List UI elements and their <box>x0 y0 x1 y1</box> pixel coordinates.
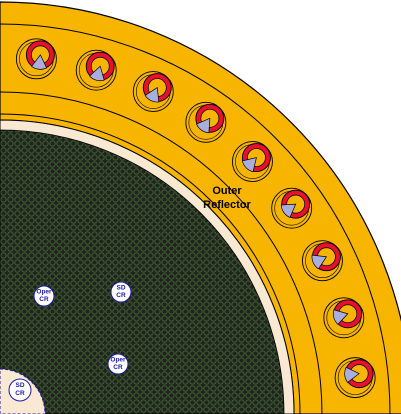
rod-wedge <box>196 117 211 134</box>
control-rod-label-line1: Oper <box>36 289 52 296</box>
pebble-bed-core <box>0 129 285 414</box>
control-rod-label-line1: Oper <box>110 357 126 364</box>
channel-outer-ring <box>301 240 343 282</box>
control-rod-oper-2[interactable]: Oper CR <box>107 353 129 375</box>
reflector-channel <box>231 141 273 183</box>
channel-outer-ring <box>15 38 57 80</box>
rod-wedge <box>144 86 160 103</box>
control-rod-label-line1: SD <box>15 382 24 389</box>
reflector-channel <box>132 71 174 113</box>
rod-wedge <box>31 54 48 70</box>
outer-reflector-label: Outer Reflector <box>203 185 251 211</box>
reflector-ring-outline <box>0 113 301 414</box>
reflector-ring-outline <box>0 23 391 414</box>
channel-outer-ring <box>271 187 313 229</box>
control-rod-circle <box>107 353 129 375</box>
rod-wedge <box>280 203 297 218</box>
rod-wedge <box>241 157 257 173</box>
rod-wedge <box>311 254 328 270</box>
reflector-channel <box>323 297 365 339</box>
channel-outer-ring <box>75 49 117 91</box>
reflector-control-channels <box>15 38 376 399</box>
reflector-channel <box>185 101 227 143</box>
control-rod-label-line2: CR <box>116 292 126 299</box>
outer-reflector-label-line2: Reflector <box>203 199 251 211</box>
outer-reflector-label-line1: Outer <box>212 185 242 197</box>
channel-outer-ring <box>231 141 273 183</box>
channel-outer-ring <box>132 71 174 113</box>
control-rod-label-line2: CR <box>113 364 123 371</box>
channel-outer-ring <box>185 101 227 143</box>
rod-wedge <box>344 366 360 383</box>
control-rod-sd-1[interactable]: SD CR <box>110 281 132 303</box>
channel-outer-ring <box>323 297 365 339</box>
control-rod-circle <box>33 285 55 307</box>
reflector-channel <box>75 49 117 91</box>
channel-outer-ring <box>334 357 376 399</box>
reflector-ring-outline <box>0 91 323 414</box>
reflector-channel <box>271 187 313 229</box>
control-rod-circle <box>110 281 132 303</box>
control-rod-sd-2[interactable]: SD CR <box>8 378 32 402</box>
rod-wedge <box>332 309 349 325</box>
control-rod-oper-1[interactable]: Oper CR <box>33 285 55 307</box>
control-rod-label-line2: CR <box>15 390 25 397</box>
reflector-channel <box>334 357 376 399</box>
control-rod-circle <box>8 378 32 402</box>
reflector-channel <box>15 38 57 80</box>
control-rod-label-line2: CR <box>39 296 49 303</box>
control-rod-label-line1: SD <box>116 285 125 292</box>
reflector-channel <box>301 240 343 282</box>
rod-wedge <box>89 65 105 82</box>
core-control-rods: Oper CR SD CR Oper CR SD CR <box>8 281 132 402</box>
